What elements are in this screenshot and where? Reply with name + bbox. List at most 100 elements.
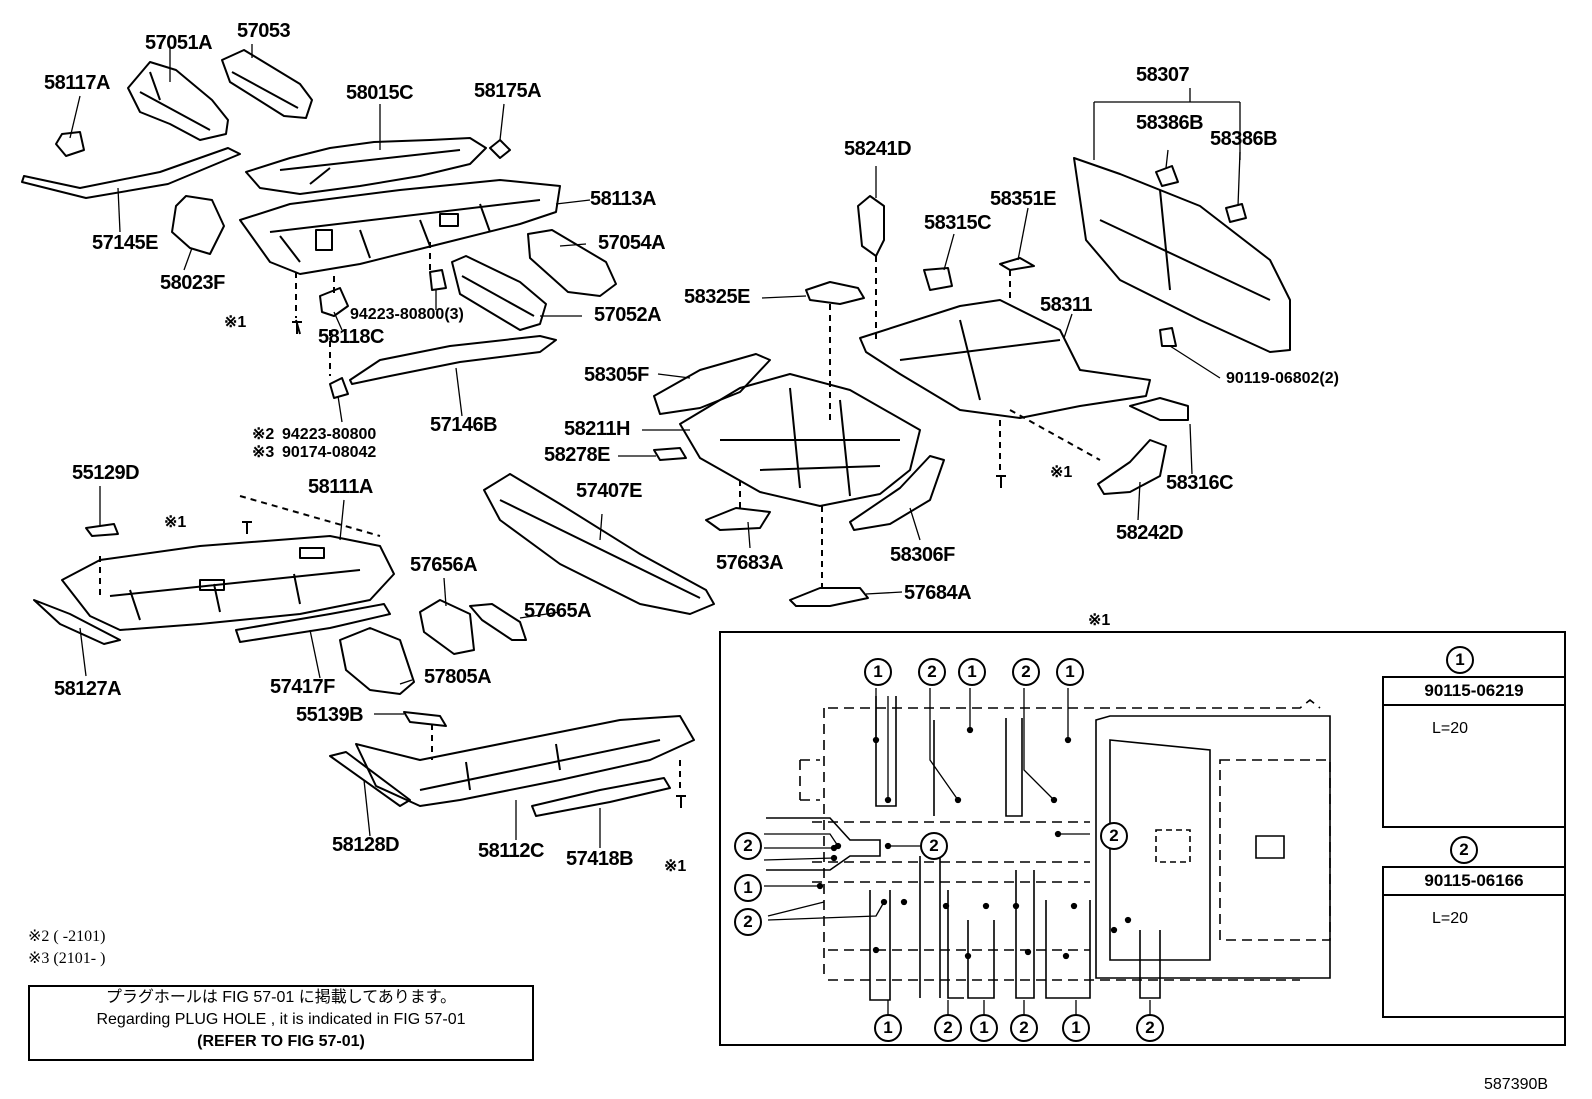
bolt-length-2: L=20 <box>1432 910 1469 927</box>
bolt-part-number-1[interactable]: 90115-06219 <box>1384 678 1564 706</box>
part-57684a-shape <box>789 587 869 607</box>
part-55129d-shape <box>85 523 119 537</box>
part-label-57665a[interactable]: 57665A <box>524 600 592 622</box>
part-label-57146b[interactable]: 57146B <box>430 414 498 436</box>
part-58241d-shape <box>857 195 885 257</box>
part-label-58015c[interactable]: 58015C <box>346 82 414 104</box>
part-label-58386b-2[interactable]: 58386B <box>1210 128 1278 150</box>
part-label-58113a[interactable]: 58113A <box>590 188 656 210</box>
part-label-58242d[interactable]: 58242D <box>1116 522 1184 544</box>
part-58015c-shape <box>245 137 487 195</box>
part-label-58307[interactable]: 58307 <box>1136 64 1190 86</box>
part-57805a-shape <box>339 627 415 695</box>
callout-1: 1 <box>1056 658 1084 686</box>
part-label-90174-08042[interactable]: 90174-08042 <box>282 444 377 461</box>
part-58315c-shape <box>923 267 953 291</box>
part-label-58316c[interactable]: 58316C <box>1166 472 1234 494</box>
part-label-57407e[interactable]: 57407E <box>576 480 642 502</box>
part-label-57051a[interactable]: 57051A <box>145 32 213 54</box>
callout-2: 2 <box>734 908 762 936</box>
part-label-57145e[interactable]: 57145E <box>92 232 158 254</box>
part-57053-shape <box>221 49 313 119</box>
part-label-58117a[interactable]: 58117A <box>44 72 110 94</box>
bolt-callout-2: 2 <box>1450 836 1478 864</box>
part-57145e-shape <box>21 147 241 199</box>
diagram-id: 587390B <box>1484 1076 1549 1093</box>
part-label-57683a[interactable]: 57683A <box>716 552 784 574</box>
part-label-55139b[interactable]: 55139B <box>296 704 364 726</box>
plug-hole-note-box: プラグホールは FIG 57-01 に掲載してあります。 Regarding P… <box>28 985 534 1061</box>
part-label-58305f[interactable]: 58305F <box>584 364 649 386</box>
part-58307-shape <box>1073 157 1291 353</box>
part-58351e-shape <box>999 257 1035 271</box>
callout-1: 1 <box>864 658 892 686</box>
part-57683a-shape <box>705 507 771 531</box>
part-57146b-shape <box>349 335 557 385</box>
detail-floor-outline <box>766 696 1331 1001</box>
part-label-58386b-1[interactable]: 58386B <box>1136 112 1204 134</box>
part-label-58175a[interactable]: 58175A <box>474 80 542 102</box>
part-58325e-shape <box>805 281 865 305</box>
note-range-3: ※3 (2101- ) <box>28 950 106 967</box>
part-57051a-shape <box>127 61 229 141</box>
part-label-57052a[interactable]: 57052A <box>594 304 662 326</box>
ref-marker-1-b: ※1 <box>164 514 187 531</box>
callout-2: 2 <box>1012 658 1040 686</box>
part-90119-bolt-shape <box>1159 327 1177 347</box>
part-label-58118c[interactable]: 58118C <box>318 326 384 348</box>
part-label-57805a[interactable]: 57805A <box>424 666 492 688</box>
part-label-58325e[interactable]: 58325E <box>684 286 750 308</box>
ref-marker-1-d: ※1 <box>1050 464 1073 481</box>
detail-title: ※1 <box>1088 612 1111 629</box>
part-label-58241d[interactable]: 58241D <box>844 138 912 160</box>
part-58305f-shape <box>653 353 771 415</box>
bolt-length-1: L=20 <box>1432 720 1469 737</box>
part-label-57053[interactable]: 57053 <box>237 20 291 42</box>
part-58127a-shape <box>33 599 121 645</box>
detail-leaders <box>763 688 1151 1016</box>
part-label-57418b[interactable]: 57418B <box>566 848 634 870</box>
part-label-58311[interactable]: 58311 <box>1040 294 1093 316</box>
note-refer[interactable]: (REFER TO FIG 57-01) <box>197 1033 365 1050</box>
part-label-57684a[interactable]: 57684A <box>904 582 972 604</box>
bolt-part-number-2[interactable]: 90115-06166 <box>1384 868 1564 896</box>
bolt-illustration-1: L=20 <box>1384 706 1564 826</box>
callout-2: 2 <box>1100 822 1128 850</box>
part-label-58023f[interactable]: 58023F <box>160 272 225 294</box>
part-label-57054a[interactable]: 57054A <box>598 232 666 254</box>
part-label-58306f[interactable]: 58306F <box>890 544 955 566</box>
part-label-58211h[interactable]: 58211H <box>564 418 630 440</box>
part-58306f-shape <box>849 455 945 531</box>
part-57054a-shape <box>527 229 617 297</box>
part-label-94223-80800[interactable]: 94223-80800 <box>282 426 377 443</box>
detail-box-frame <box>719 631 1566 1046</box>
part-57052a-shape <box>451 255 547 331</box>
bolt-icons <box>242 321 1006 808</box>
part-label-58127a[interactable]: 58127A <box>54 678 122 700</box>
bolt-callout-1: 1 <box>1446 646 1474 674</box>
part-57665a-shape <box>469 603 527 641</box>
part-label-58111a[interactable]: 58111A <box>308 476 373 498</box>
bolt-table-2: 90115-06166 L=20 <box>1382 866 1566 1018</box>
part-label-94223-80800-3[interactable]: 94223-80800(3) <box>350 306 464 323</box>
part-58311-shape <box>859 299 1151 419</box>
part-label-58278e[interactable]: 58278E <box>544 444 610 466</box>
bolt-table-1: 90115-06219 L=20 <box>1382 676 1566 828</box>
part-57418b-shape <box>531 777 671 817</box>
callout-2: 2 <box>1010 1014 1038 1042</box>
part-label-90119-06802[interactable]: 90119-06802(2) <box>1226 370 1339 387</box>
part-label-58315c[interactable]: 58315C <box>924 212 992 234</box>
note-english: Regarding PLUG HOLE , it is indicated in… <box>96 1011 466 1028</box>
part-label-58351e[interactable]: 58351E <box>990 188 1056 210</box>
bolt-illustration-2: L=20 <box>1384 896 1564 1016</box>
part-label-58112c[interactable]: 58112C <box>478 840 544 862</box>
part-label-57656a[interactable]: 57656A <box>410 554 478 576</box>
part-label-55129d[interactable]: 55129D <box>72 462 140 484</box>
part-label-57417f[interactable]: 57417F <box>270 676 335 698</box>
note-japanese: プラグホールは FIG 57-01 に掲載してあります。 <box>105 989 457 1006</box>
part-label-58128d[interactable]: 58128D <box>332 834 400 856</box>
callout-1: 1 <box>958 658 986 686</box>
part-58386b-a-shape <box>1155 165 1179 187</box>
